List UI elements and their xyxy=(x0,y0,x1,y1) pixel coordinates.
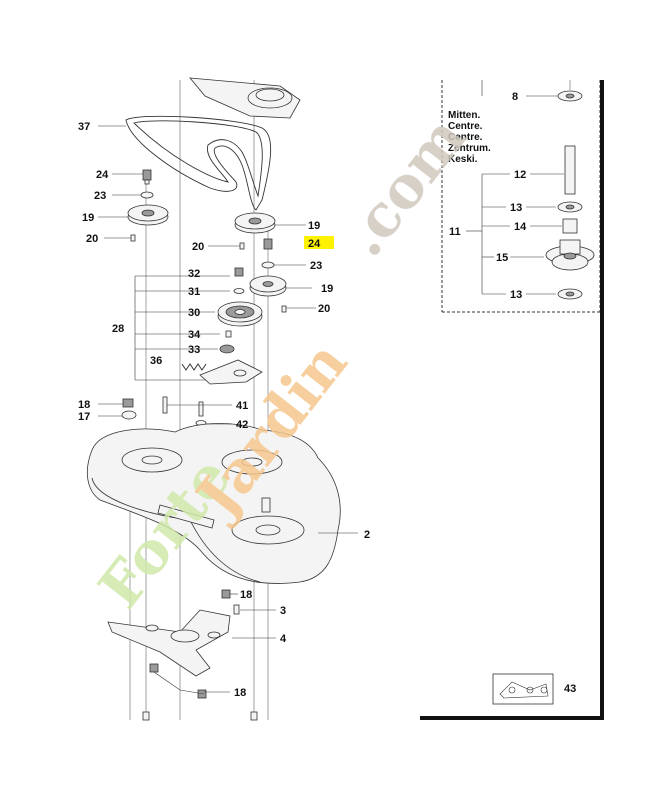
highlight-box xyxy=(304,236,334,249)
washer-31 xyxy=(233,288,245,294)
callout-30: 30 xyxy=(188,307,200,319)
callout-15: 15 xyxy=(496,252,508,264)
callout-41: 41 xyxy=(236,400,248,412)
callout-11: 11 xyxy=(449,226,461,238)
callout-17: 17 xyxy=(78,411,90,423)
nut-18-upper xyxy=(122,398,134,408)
callout-20: 20 xyxy=(86,233,98,245)
spring-36 xyxy=(181,363,207,371)
callout-37: 37 xyxy=(78,121,90,133)
callout-13: 13 xyxy=(510,289,522,301)
callout-31: 31 xyxy=(188,286,200,298)
pin-20-left xyxy=(130,234,136,242)
shaft-end-marks xyxy=(142,711,258,721)
callout-42: 42 xyxy=(236,419,248,431)
bolt-24-left xyxy=(142,169,152,185)
drive-belt xyxy=(125,115,272,211)
callout-4: 4 xyxy=(280,633,287,645)
inset-heading-sv: Mitten. xyxy=(448,110,480,121)
callout-20: 20 xyxy=(192,241,204,253)
callout-12: 12 xyxy=(514,169,526,181)
spacer-33 xyxy=(219,344,235,354)
bolt-3 xyxy=(233,604,240,615)
callout-28: 28 xyxy=(112,323,124,335)
pin-20-upper xyxy=(239,242,245,250)
pulley-19-lower-right xyxy=(249,275,287,297)
washer-23-right xyxy=(261,261,275,269)
blade-4 xyxy=(107,609,231,677)
callout-13: 13 xyxy=(510,202,522,214)
callout-23: 23 xyxy=(310,260,322,272)
watermark-grey: .com xyxy=(329,104,478,268)
page-border-bottom xyxy=(420,716,600,720)
callout-2: 2 xyxy=(364,529,370,541)
callout-18: 18 xyxy=(240,589,252,601)
callout-19: 19 xyxy=(321,283,333,295)
bushing-34 xyxy=(225,330,232,338)
callout-36: 36 xyxy=(150,355,162,367)
pin-20-lower xyxy=(281,305,287,313)
mower-deck xyxy=(86,423,341,584)
callout-3: 3 xyxy=(280,605,286,617)
callout-18: 18 xyxy=(78,399,90,411)
nut-18-middle xyxy=(221,589,231,599)
leader-line xyxy=(153,671,205,695)
inset-centre-spindle: Mitten. Centre. Centre. Zentrum. Keski. … xyxy=(441,80,601,313)
nut-32 xyxy=(234,267,244,277)
pulley-19-left xyxy=(127,204,169,226)
callout-19: 19 xyxy=(82,212,94,224)
callout-24: 24 xyxy=(96,169,109,181)
bolt-24-right xyxy=(263,238,273,250)
callout-19: 19 xyxy=(308,220,320,232)
callout-14: 14 xyxy=(514,221,527,233)
idler-arm-top xyxy=(189,77,301,119)
callout-34: 34 xyxy=(188,329,201,341)
callout-20: 20 xyxy=(318,303,330,315)
bolts-41 xyxy=(162,396,204,417)
callout-8: 8 xyxy=(512,91,518,103)
pulley-19-upper-right xyxy=(234,212,276,234)
washer-17 xyxy=(121,410,137,420)
callout-32: 32 xyxy=(188,268,200,280)
belt-routing-thumbnail: 43 xyxy=(492,673,576,705)
inset-heading-fr: Centre. xyxy=(448,132,483,143)
callout-23: 23 xyxy=(94,190,106,202)
inset-heading-en: Centre. xyxy=(448,121,483,132)
page-border xyxy=(600,80,604,720)
callout-33: 33 xyxy=(188,344,200,356)
inset-heading-fi: Keski. xyxy=(448,154,478,165)
washer-23-left xyxy=(140,191,154,199)
inset-heading-de: Zentrum. xyxy=(448,143,491,154)
callout-43: 43 xyxy=(564,683,576,695)
callout-24-highlighted: 24 xyxy=(308,238,321,250)
tension-arm-plate xyxy=(199,359,263,385)
callout-18: 18 xyxy=(234,687,246,699)
pulley-30 xyxy=(217,301,263,327)
